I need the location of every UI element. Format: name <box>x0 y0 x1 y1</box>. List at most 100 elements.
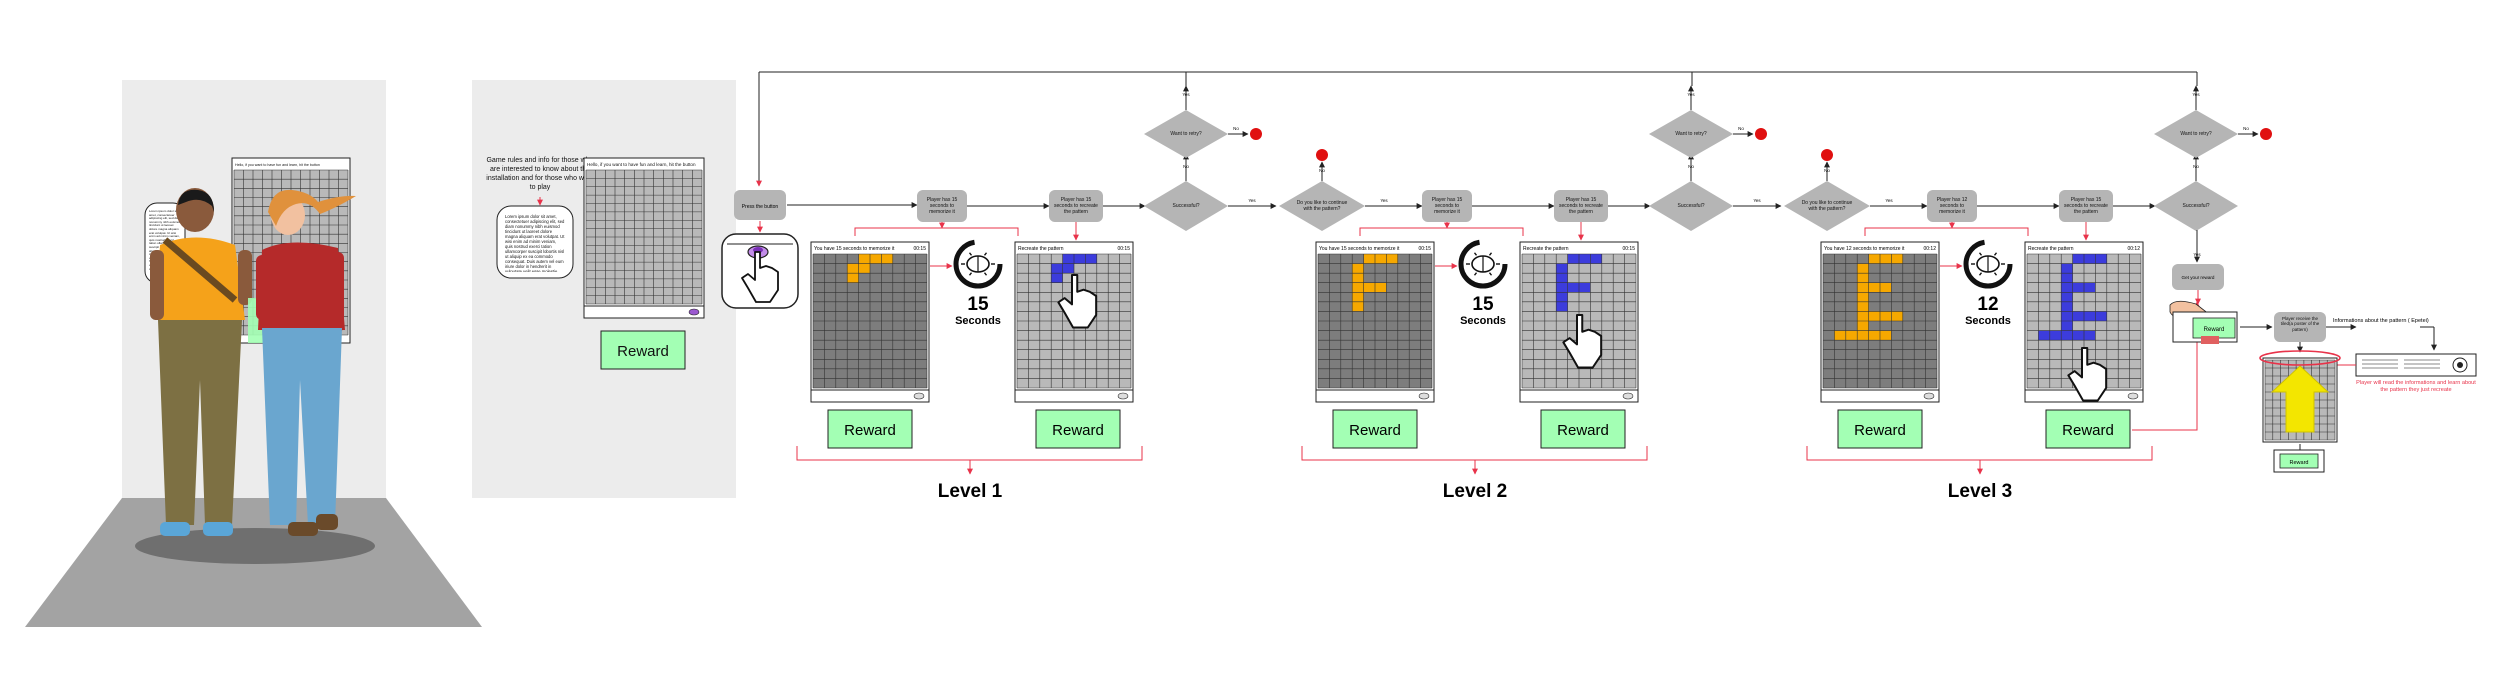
installation-panel: Game rules and info for those who are in… <box>472 80 736 498</box>
recreate-screen-2-grid-cell <box>1556 292 1568 302</box>
reward-button-3b-label: Reward <box>2062 422 2114 439</box>
memorise-screen-3-grid-cell <box>1857 311 1869 321</box>
memorise-screen-2-grid-cell <box>1352 301 1364 312</box>
installation-scene: Hello, if you want to have fun and learn… <box>25 80 482 627</box>
hand-pointer-icon <box>1562 314 1603 369</box>
panel-reward-button[interactable] <box>600 330 686 370</box>
pattern-emblem-icon <box>2452 357 2468 373</box>
retry-decision-1-label: Want to retry? <box>1170 131 1202 137</box>
timer-2-value: 15 <box>1472 294 1494 315</box>
retry-decision-3-label: Want to retry? <box>2180 131 2212 137</box>
press-button-node <box>734 190 786 220</box>
memorise-node-1-label: Player has 15 seconds to memorize it <box>926 197 958 215</box>
recreate-screen-3-grid-cell <box>2084 254 2096 264</box>
recreate-screen-2-grid-cell <box>1579 254 1591 264</box>
memorise-screen-3-grid-cell <box>1868 282 1880 293</box>
recreate-screen-3-grid-cell <box>2095 254 2107 264</box>
memorise-screen-3-grid-cell <box>1857 263 1869 274</box>
memorise-screen-2-button-icon <box>1418 392 1430 400</box>
retry-stop-dot-1 <box>1250 128 1262 140</box>
pattern-info-text-lines <box>2362 359 2440 369</box>
memorise-screen-2-grid-cell <box>1363 282 1375 293</box>
reward-ticket-label: Reward <box>2204 327 2225 333</box>
memorise-screen-2-header: You have 15 seconds to memorize it <box>1319 246 1400 252</box>
timer-2-unit: Seconds <box>1460 315 1506 327</box>
panel-screen-grid <box>585 169 703 305</box>
continue-decision-3-label: Do you like to continue with the pattern… <box>1801 200 1853 212</box>
memorise-screen-3-header: You have 12 seconds to memorize it <box>1824 246 1905 252</box>
reward-button-1b[interactable]: Reward <box>1035 409 1121 449</box>
memorise-screen-1-counter: 00:15 <box>913 246 926 252</box>
successful-yes-label-1: Yes <box>1248 198 1256 203</box>
recreate-screen-1-grid-cell <box>1062 254 1074 264</box>
memorise-node-2-label: Player has 15 seconds to memorize it <box>1431 197 1463 215</box>
memorise-screen-2-grid-cell <box>1386 254 1398 264</box>
memorise-screen-3-grid-cell <box>1868 330 1880 341</box>
reward-button-3-label: Reward <box>1854 422 1906 439</box>
recreate-screen-2-grid-cell <box>1567 282 1579 293</box>
memorise-screen-1-grid-cell <box>858 254 870 264</box>
memorise-screen-3-grid-cell <box>1857 301 1869 312</box>
press-button-label: Press the button <box>742 204 779 210</box>
reward-button-2[interactable]: Reward <box>1332 409 1418 449</box>
level-2: Do you like to continue with the pattern… <box>1279 85 1782 502</box>
brain-icon <box>961 252 995 276</box>
level-1: Player has 15 seconds to memorize itPlay… <box>796 85 1277 502</box>
level-3: Do you like to continue with the pattern… <box>1784 85 2272 502</box>
memorise-screen-1-grid-cell <box>847 273 859 283</box>
recreate-screen-3-grid-cell <box>2038 330 2050 341</box>
recreate-screen-3-grid-cell <box>2061 273 2073 283</box>
retry-decision-3: Want to retry? <box>2154 110 2238 158</box>
reward-button-3b[interactable]: Reward <box>2045 409 2131 449</box>
recreate-node-3-label: Player has 15 seconds to recreate the pa… <box>2064 197 2108 215</box>
recreate-screen-3-button-icon <box>2127 392 2139 400</box>
level-title-2: Level 2 <box>1443 481 1507 502</box>
recreate-screen-3-grid-cell <box>2095 311 2107 321</box>
successful-decision-2-label: Successful? <box>1677 203 1705 209</box>
recreate-screen-2-grid-cell <box>1556 263 1568 274</box>
flowchart: Press the button Player has 15 seconds t… <box>721 71 2477 502</box>
reward-button-3[interactable]: Reward <box>1837 409 1923 449</box>
recreate-screen-3-grid-cell <box>2049 330 2062 341</box>
memorise-screen-1-grid <box>812 253 928 389</box>
continue-stop-dot-3 <box>1821 149 1833 161</box>
poster-highlight-ring <box>2259 350 2341 366</box>
recreate-screen-2-grid-cell <box>1556 282 1568 293</box>
recreate-screen-3-grid-cell <box>2061 292 2073 302</box>
successful-no-label-1: No <box>1183 164 1189 169</box>
memorise-screen-3-grid-cell <box>1891 254 1903 264</box>
memorise-screen-2-grid-cell <box>1375 254 1387 264</box>
scene-shadow <box>135 528 375 564</box>
recreate-screen-1-header: Recreate the pattern <box>1018 246 1064 252</box>
level-title-3: Level 3 <box>1948 481 2012 502</box>
reward-button-2-label: Reward <box>1349 422 1401 439</box>
reward-button-1[interactable]: Reward <box>827 409 913 449</box>
recreate-screen-3-grid-cell <box>2061 282 2073 293</box>
recreate-screen-1-grid-cell <box>1074 254 1086 264</box>
final-note: Player will read the informations and le… <box>2356 380 2476 393</box>
memorise-screen-3-grid-cell <box>1857 321 1869 331</box>
brain-icon <box>1971 252 2005 276</box>
continue-yes-label-2: Yes <box>1380 198 1388 203</box>
recreate-screen-1-grid-cell <box>1085 254 1097 264</box>
recreate-screen-2-grid-cell <box>1556 301 1568 312</box>
get-reward-node <box>2172 264 2224 290</box>
retry-yes-label-2: Yes <box>1687 92 1695 97</box>
reward-button-2b[interactable]: Reward <box>1540 409 1626 449</box>
memorise-node-1: Player has 15 seconds to memorize it <box>917 190 967 222</box>
recreate-screen-3-grid-cell <box>2084 311 2096 321</box>
memorise-node-2: Player has 15 seconds to memorize it <box>1422 190 1472 222</box>
recreate-screen-3-grid-cell <box>2061 330 2073 341</box>
scene-screen-text: Hello, if you want to have fun and learn… <box>235 163 320 167</box>
visitor-figure-right <box>256 189 356 536</box>
brain-icon <box>1466 252 1500 276</box>
retry-no-label-1: No <box>1233 126 1239 131</box>
memorise-screen-1-grid-cell <box>870 254 882 264</box>
memorise-screen-1-button-icon <box>913 392 925 400</box>
successful-decision-3-label: Successful? <box>2182 203 2210 209</box>
